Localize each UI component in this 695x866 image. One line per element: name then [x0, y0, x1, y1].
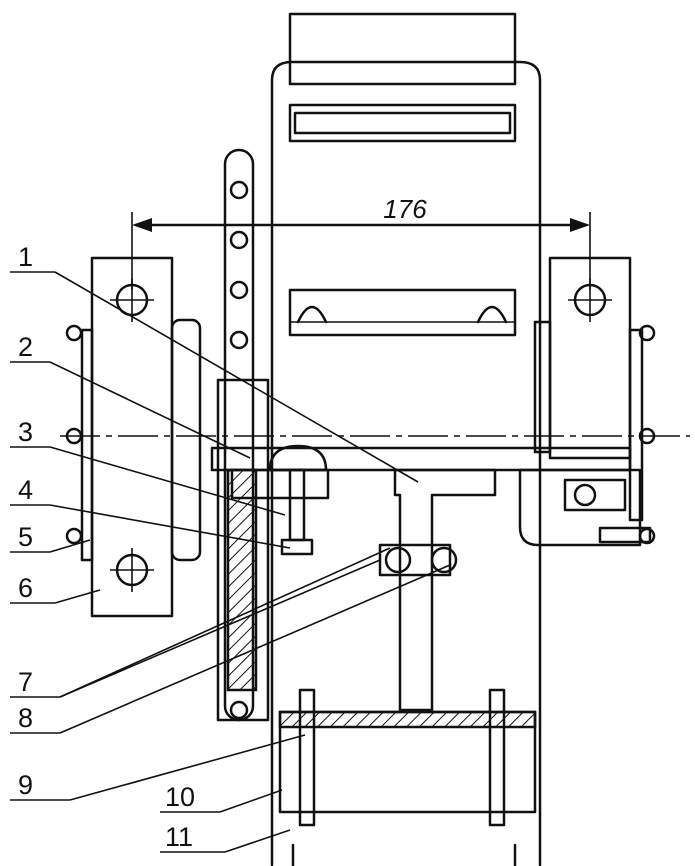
rubber-pad [278, 688, 537, 866]
left-bracket [65, 256, 202, 618]
label-6: 6 [18, 573, 33, 603]
label-11: 11 [165, 822, 193, 852]
label-5: 5 [18, 522, 33, 552]
dimension-176: 176 [131, 194, 591, 290]
label-4: 4 [18, 475, 33, 505]
top-housing [270, 12, 542, 866]
label-2: 2 [18, 332, 33, 362]
dimension-text: 176 [383, 194, 427, 224]
label-7: 7 [18, 667, 33, 697]
label-1: 1 [18, 242, 33, 272]
chain-sprocket [216, 148, 270, 722]
label-9: 9 [18, 770, 33, 800]
leader-lines [10, 271, 451, 853]
label-3: 3 [18, 417, 33, 447]
part-labels: 1 2 3 4 5 6 7 8 9 10 11 [18, 242, 195, 852]
label-8: 8 [18, 703, 33, 733]
label-10: 10 [165, 782, 195, 812]
